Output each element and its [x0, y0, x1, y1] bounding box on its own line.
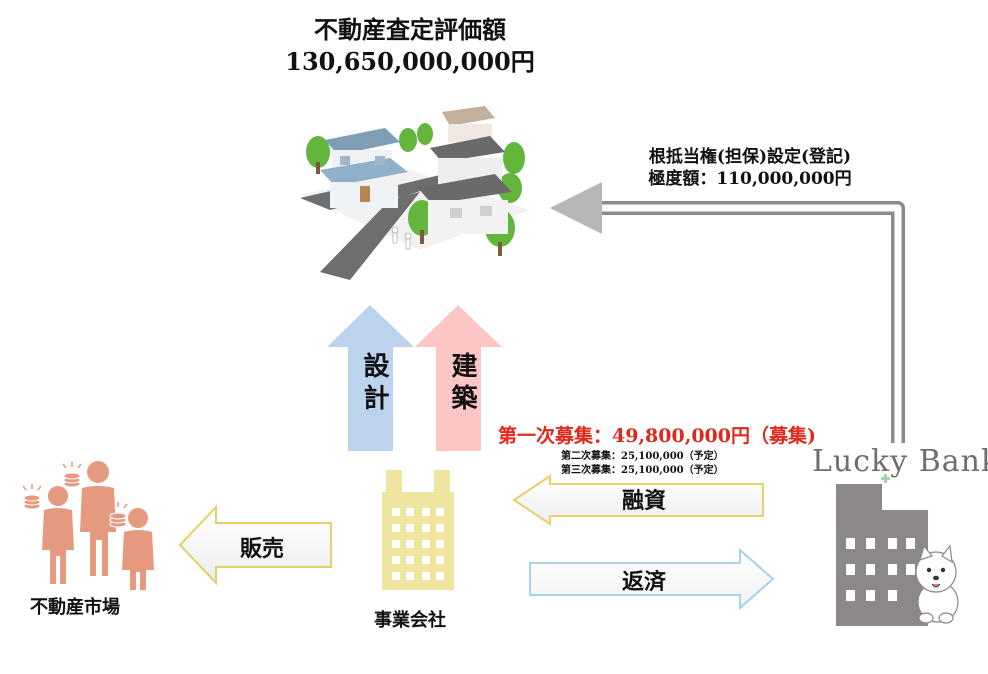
- road-lower: [320, 192, 420, 280]
- dog-mascot-icon: [915, 544, 959, 624]
- recruitment-third: 第三次募集：25,100,000（予定）: [561, 465, 724, 476]
- financing-arrow: [512, 474, 764, 526]
- company-building-icon: [382, 470, 454, 590]
- lucky-bank-logo: Lucky Bank: [812, 444, 988, 479]
- bank-building-icon: [836, 484, 959, 626]
- lien-line2: 極度額：110,000,000円: [648, 169, 852, 189]
- company-label: 事業会社: [374, 610, 446, 631]
- brand-name-part1: Lucky: [812, 444, 919, 479]
- lien-arrow: [550, 182, 905, 443]
- brand-name-part2: Bank: [918, 444, 988, 479]
- construction-arrow: [415, 305, 502, 451]
- appraisal-amount: 130,650,000,000円: [285, 47, 535, 76]
- brand-cross-icon: [881, 474, 890, 483]
- house-grey: [418, 136, 512, 234]
- house-beige: [442, 106, 495, 142]
- repayment-arrow: [529, 547, 775, 611]
- construction-label: 建築: [447, 352, 477, 416]
- appraisal-title: 不動産査定評価額: [314, 15, 506, 44]
- house-blue: [320, 128, 408, 208]
- design-label: 設計: [359, 352, 389, 416]
- financing-label: 融資: [622, 488, 667, 514]
- market-people-icon: [22, 461, 154, 590]
- lien-line1: 根抵当権(担保)設定(登記): [648, 147, 852, 167]
- lien-text: 根抵当権(担保)設定(登記) 極度額：110,000,000円: [600, 146, 900, 190]
- market-label: 不動産市場: [30, 597, 120, 618]
- sales-arrow: [178, 505, 332, 585]
- repayment-label: 返済: [622, 569, 667, 595]
- design-arrow: [327, 305, 414, 451]
- houses-illustration: [300, 106, 530, 280]
- recruitment-first: 第一次募集：49,800,000円（募集): [498, 425, 816, 447]
- lien-arrow-head: [550, 182, 602, 234]
- sales-label: 販売: [240, 536, 285, 562]
- appraisal-title-block: 不動産査定評価額 130,650,000,000円: [250, 14, 570, 78]
- recruitment-second: 第二次募集：25,100,000（予定）: [561, 451, 724, 462]
